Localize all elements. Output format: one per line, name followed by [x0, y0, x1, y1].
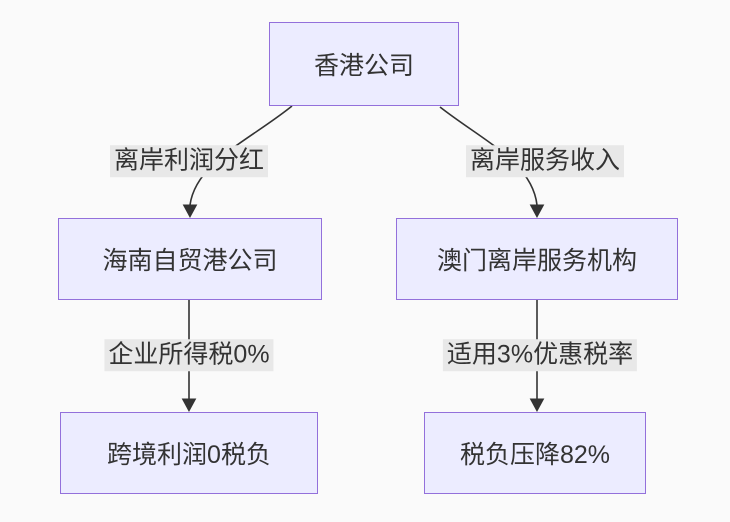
edge-label-corporate-income-tax-zero: 企业所得税0%	[104, 339, 274, 371]
flowchart-node-cross-border-profit-zero-tax: 跨境利润0税负	[60, 412, 318, 494]
edge-label-offshore-profit-dividend: 离岸利润分红	[109, 145, 269, 177]
node-label: 海南自贸港公司	[102, 247, 278, 275]
node-label: 澳门离岸服务机构	[436, 247, 637, 275]
flowchart-node-macau-offshore-service-institution: 澳门离岸服务机构	[396, 218, 678, 300]
edge-label-preferential-tax-rate-3pct: 适用3%优惠税率	[442, 339, 638, 371]
arrowhead-icon	[529, 398, 545, 413]
arrowhead-icon	[182, 204, 198, 219]
node-label: 香港公司	[313, 52, 414, 80]
edge-label-offshore-service-income: 离岸服务收入	[465, 145, 625, 177]
node-label: 税负压降82%	[459, 441, 611, 469]
arrowhead-icon	[181, 398, 197, 413]
node-label: 跨境利润0税负	[107, 441, 271, 469]
flowchart-node-hainan-free-trade-port-company: 海南自贸港公司	[58, 218, 322, 300]
flowchart-node-hong-kong-company: 香港公司	[269, 22, 459, 106]
flowchart-node-tax-burden-reduced-82: 税负压降82%	[424, 412, 646, 494]
arrowhead-icon	[529, 204, 545, 219]
